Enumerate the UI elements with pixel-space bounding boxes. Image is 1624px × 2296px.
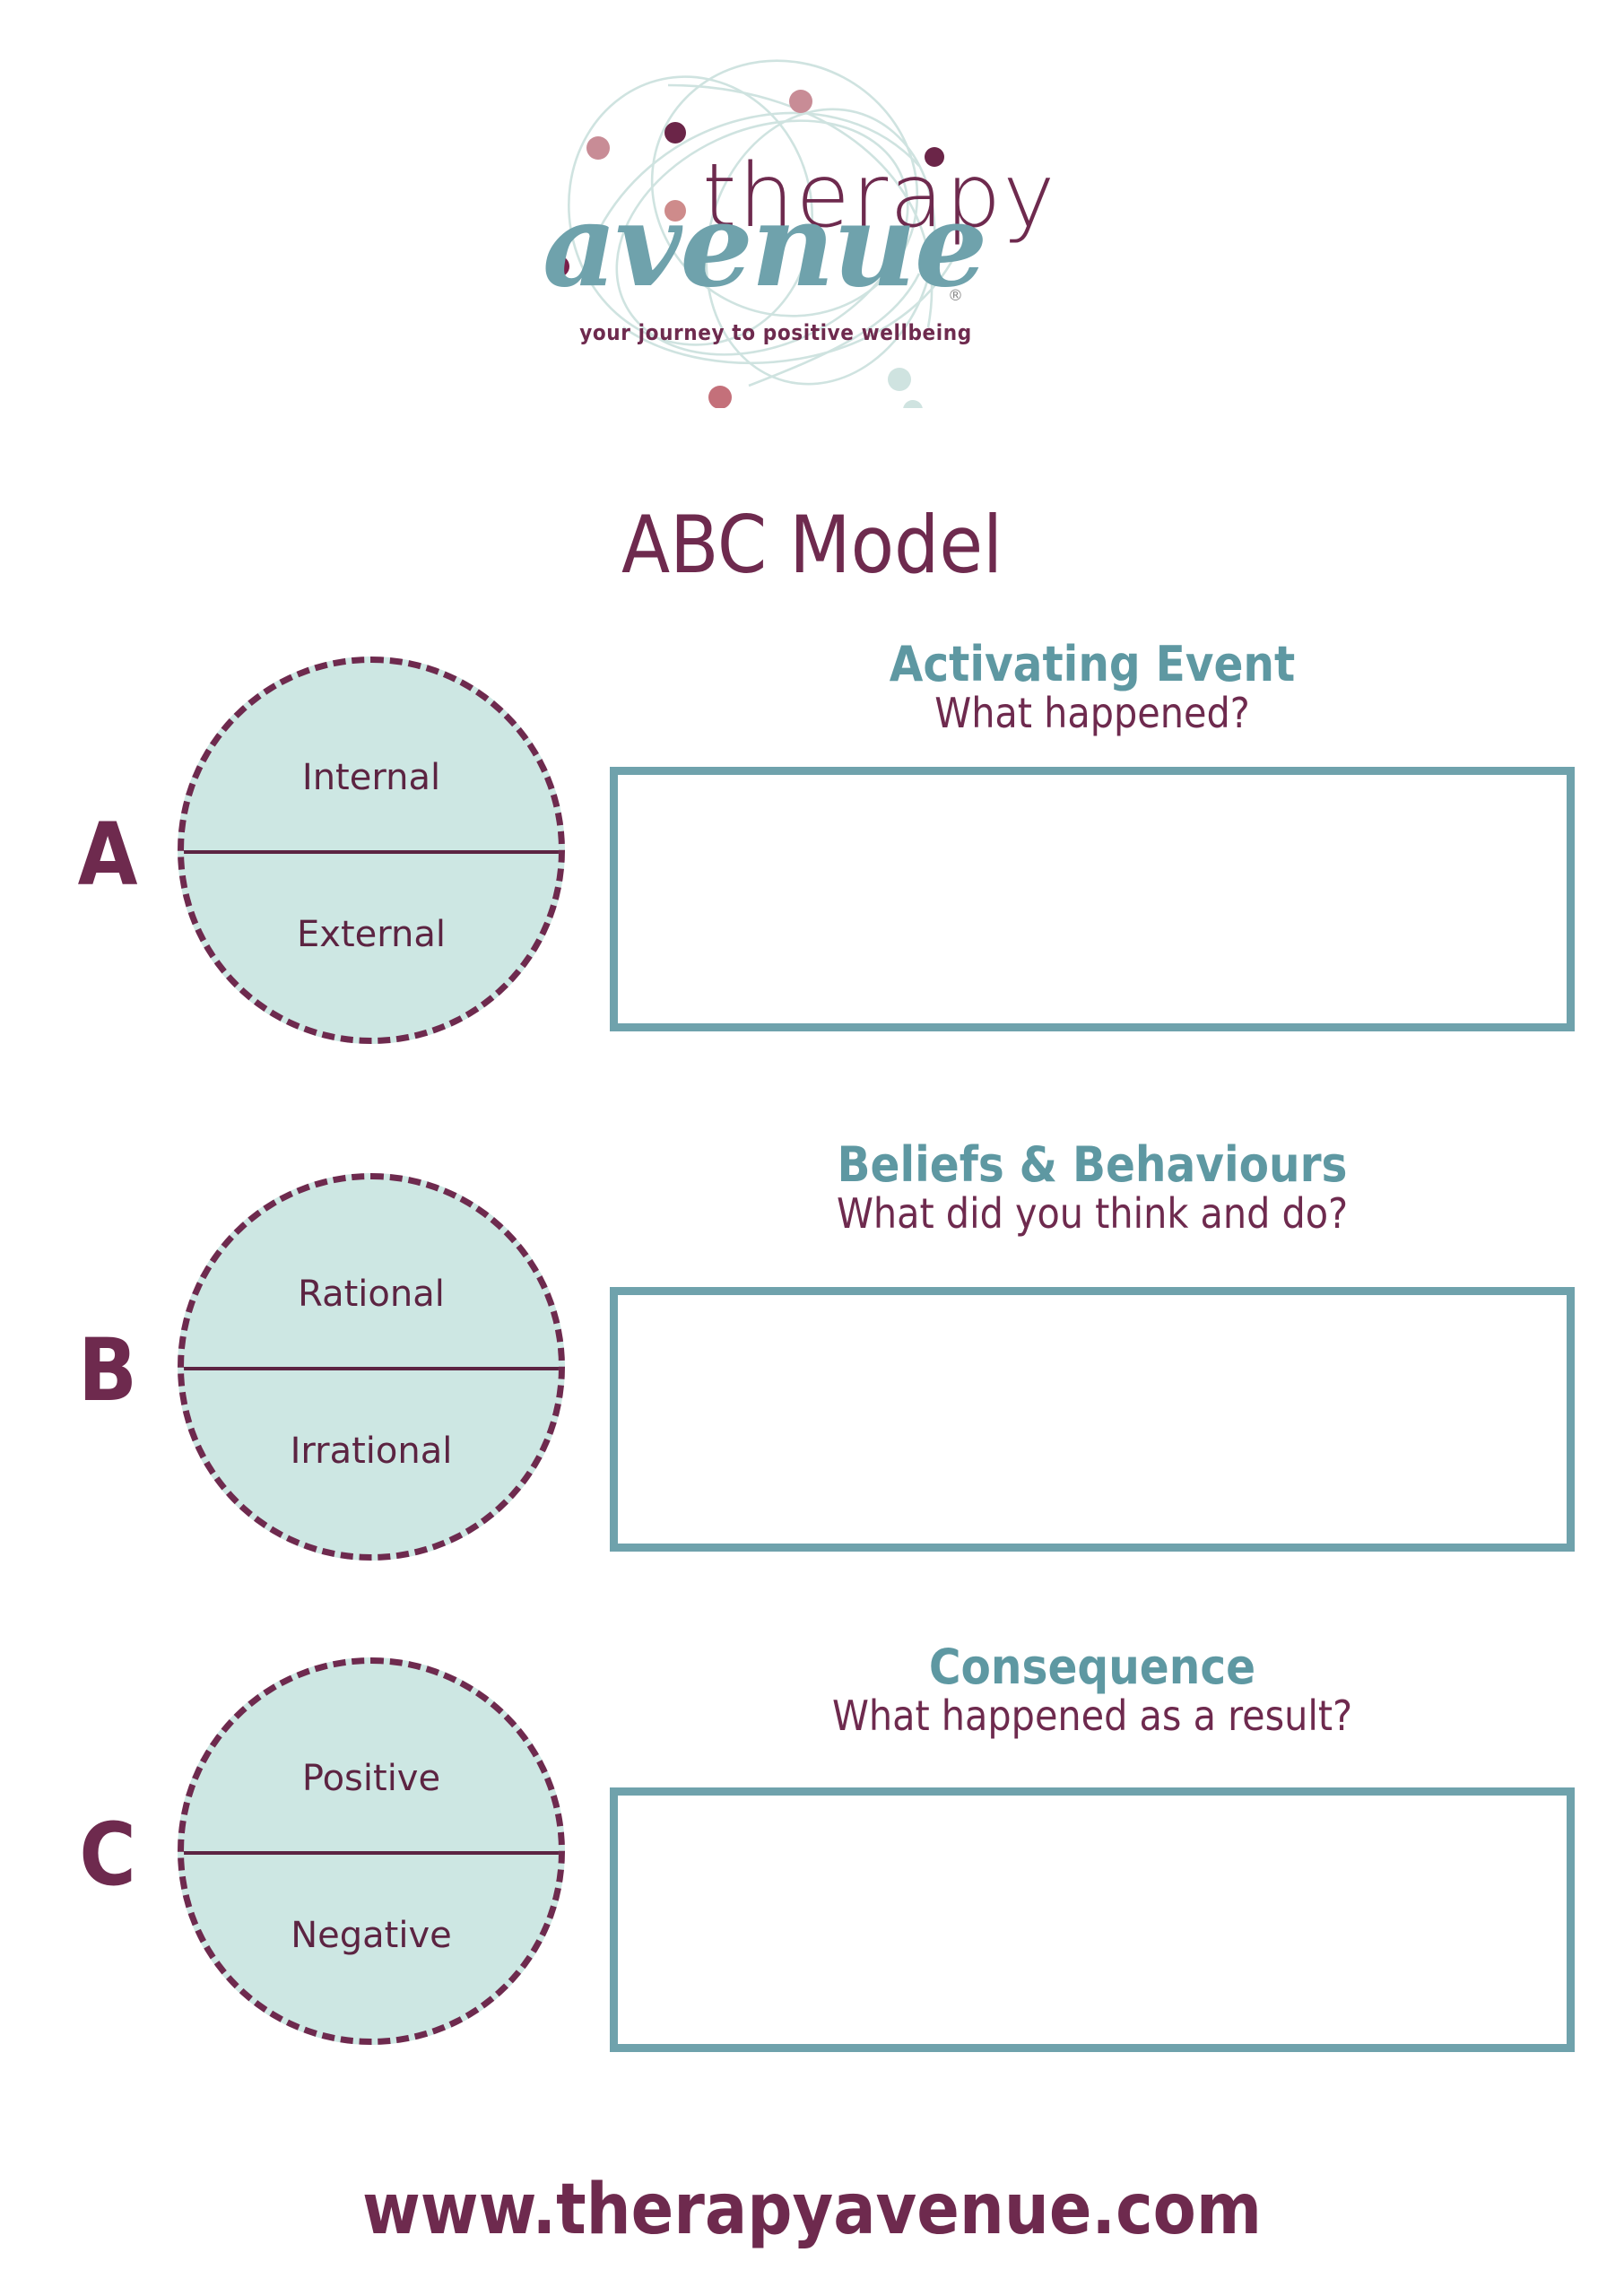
logo-inner: therapy avenue ® your journey to positiv… [534,31,1055,408]
field-head-a: Activating Event What happened? [610,636,1575,738]
field-subtitle-b: What did you think and do? [836,1189,1349,1239]
circle-label-top-a: Internal [301,757,441,798]
field-head-b: Beliefs & Behaviours What did you think … [610,1136,1575,1239]
logo-decorative-network-icon [548,59,957,408]
field-subtitle-a: What happened? [934,689,1250,738]
answer-box-a[interactable] [610,767,1575,1031]
footer-website-link[interactable]: www.therapyavenue.com [361,2170,1263,2250]
section-circle-a: Internal External [178,657,565,1044]
logo-tagline: your journey to positive wellbeing [579,320,972,345]
field-title-b: Beliefs & Behaviours [837,1136,1348,1193]
answer-box-c[interactable] [610,1787,1575,2052]
circle-divider-b [184,1367,559,1370]
section-row-b: B Rational Irrational Beliefs & Behaviou… [0,1136,1624,1561]
field-subtitle-c: What happened as a result? [831,1692,1353,1741]
section-letter-b: B [78,1320,137,1421]
section-circle-c: Positive Negative [178,1657,565,2045]
field-title-c: Consequence [928,1639,1256,1695]
field-head-c: Consequence What happened as a result? [610,1639,1575,1741]
circle-divider-c [184,1851,559,1855]
circle-divider-a [184,850,559,854]
field-title-a: Activating Event [889,636,1296,692]
logo-wordmark-avenue: avenue [543,178,987,313]
page-title: ABC Model [621,498,1003,591]
section-letter-a: A [77,804,138,905]
answer-box-b[interactable] [610,1287,1575,1552]
section-row-c: C Positive Negative Consequence What hap… [0,1639,1624,2054]
circle-label-bottom-c: Negative [291,1915,452,1956]
circle-label-bottom-b: Irrational [290,1431,453,1472]
registered-trademark-icon: ® [948,287,963,305]
brand-logo: therapy avenue ® your journey to positiv… [0,0,1624,422]
section-row-a: A Internal External Activating Event Wha… [0,628,1624,1049]
logo-wordmark-therapy: therapy [702,145,1057,248]
circle-label-top-c: Positive [301,1758,441,1799]
circle-label-bottom-a: External [297,914,446,955]
circle-label-top-b: Rational [298,1274,445,1315]
section-letter-c: C [79,1805,136,1905]
section-circle-b: Rational Irrational [178,1173,565,1561]
